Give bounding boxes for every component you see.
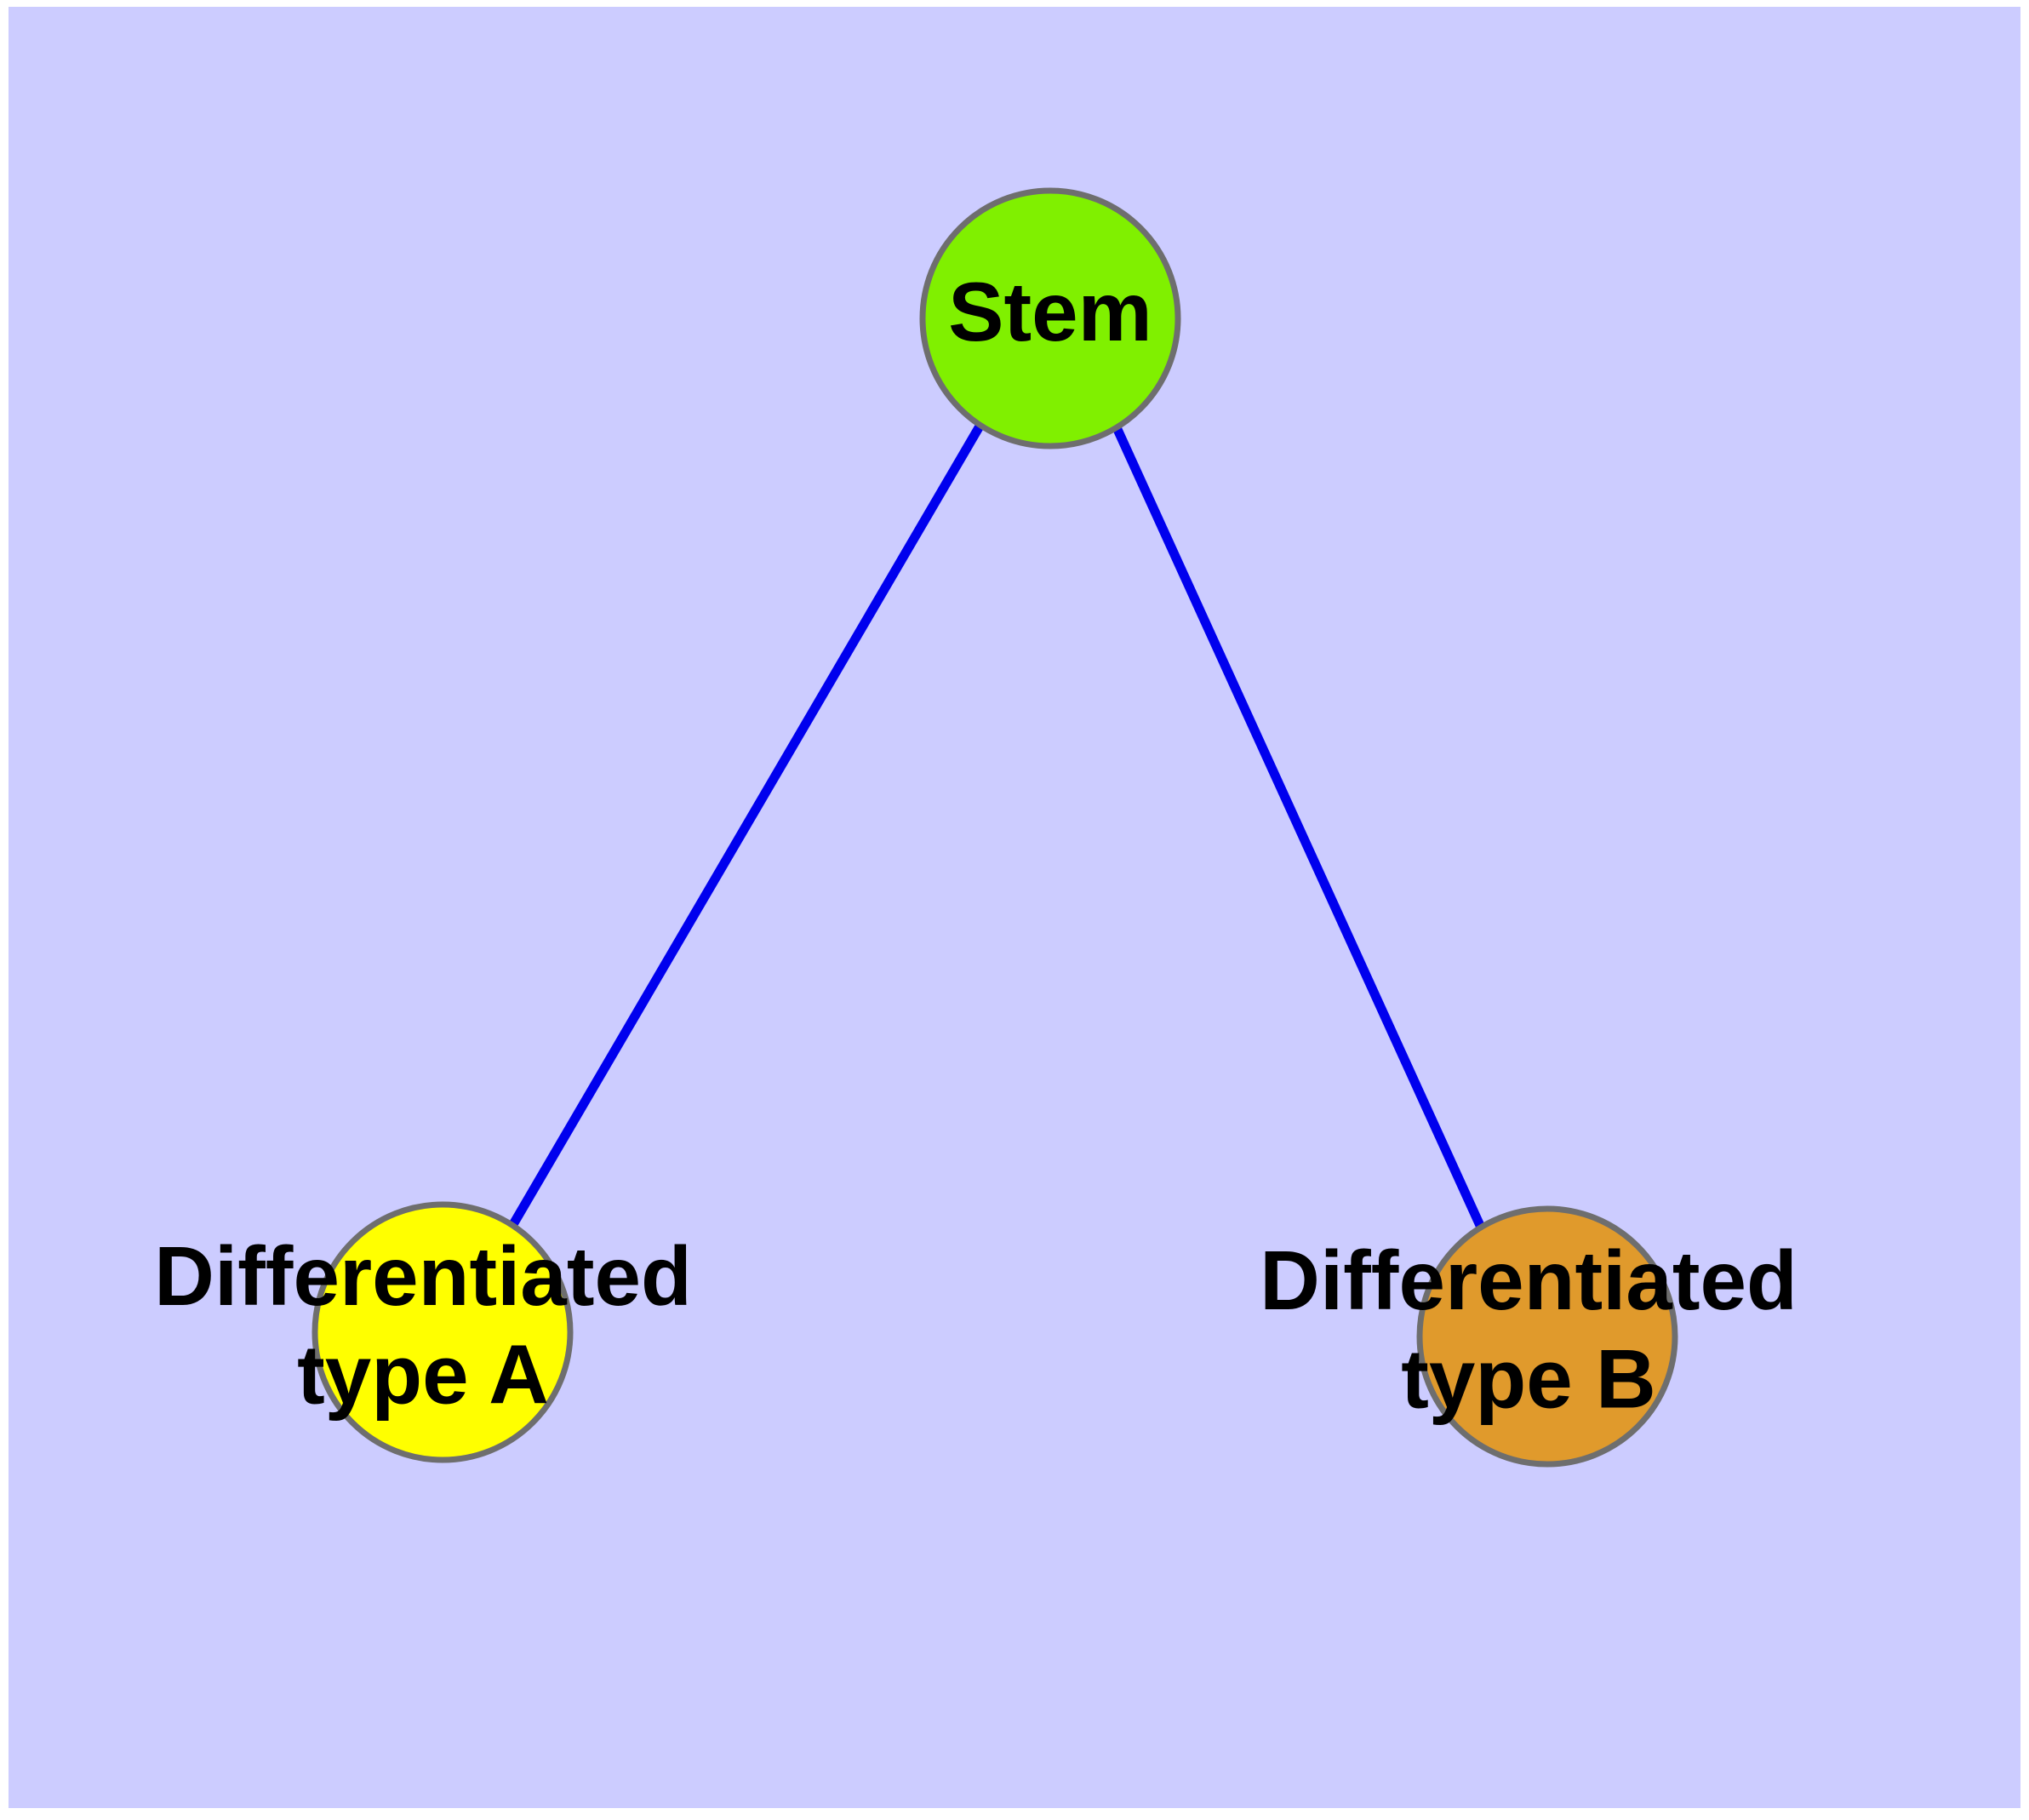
node-circle-diff-b[interactable]: [1416, 1205, 1678, 1468]
node-label-line: Stem: [948, 265, 1152, 358]
graph-node-diff-b[interactable]: [1416, 1205, 1678, 1468]
edges-group: [508, 422, 1487, 1232]
graph-node-diff-a[interactable]: [311, 1201, 574, 1463]
node-label-line: type B: [1401, 1332, 1656, 1426]
graph-edge-stem-to-diff-a[interactable]: [508, 422, 985, 1228]
node-circle-stem[interactable]: [919, 187, 1181, 449]
node-circle-diff-a[interactable]: [311, 1201, 574, 1463]
node-label-line: Differentiated: [154, 1229, 692, 1323]
node-label-stem: Stem: [948, 265, 1152, 358]
node-label-line: type A: [297, 1328, 549, 1422]
node-label-line: Differentiated: [1260, 1233, 1798, 1327]
graph-edge-stem-to-diff-b[interactable]: [1111, 423, 1487, 1232]
graph-node-stem[interactable]: [919, 187, 1181, 449]
